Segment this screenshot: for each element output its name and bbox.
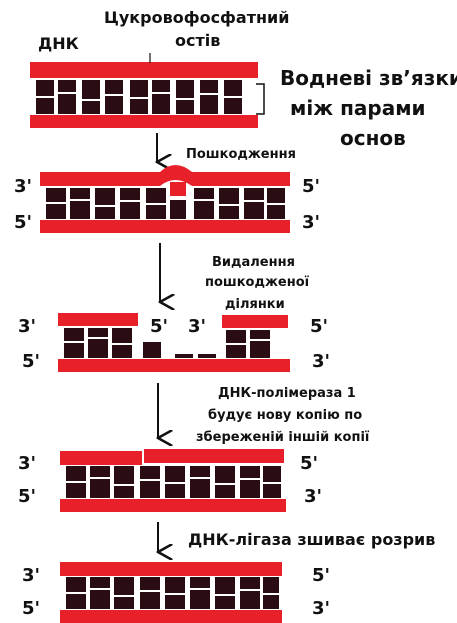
stage-sealed-dna <box>60 562 282 623</box>
stage2-bottom-right-end: 3' <box>302 212 321 233</box>
hbonds-label-line1: Водневі зв’язки <box>280 66 457 90</box>
damage-label: Пошкодження <box>186 147 296 162</box>
hydrogen-bond-gaps <box>36 92 242 101</box>
damaged-base <box>170 182 186 196</box>
remaining-half-bases <box>143 342 216 358</box>
bottom-backbone <box>60 499 286 512</box>
stage2-top-left-end: 3' <box>14 176 33 197</box>
removal-label-line2: пошкодженої <box>205 275 310 290</box>
removal-label-line1: Видалення <box>212 255 295 270</box>
stage5-top-left-end: 3' <box>22 565 41 586</box>
top-backbone-left <box>58 313 138 326</box>
base-pair-bracket <box>256 83 265 115</box>
stage4-top-right-end: 5' <box>300 453 319 474</box>
stage3-bottom-left-end: 5' <box>22 351 41 372</box>
stage4-top-left-end: 3' <box>18 453 37 474</box>
hydrogen-bond-gaps <box>66 588 279 597</box>
stage5-top-right-end: 5' <box>312 565 331 586</box>
stage3-top-left-end: 3' <box>18 316 37 337</box>
stage4-bottom-right-end: 3' <box>304 486 323 507</box>
hbonds-label-line2: між парами <box>290 96 426 120</box>
ligase-label: ДНК-лігаза зшиває розрив <box>188 530 436 549</box>
polymerase-label-line1: ДНК-полімераза 1 <box>218 386 356 401</box>
top-backbone-left <box>60 451 142 465</box>
stage5-bottom-right-end: 3' <box>312 598 331 619</box>
stage3-gap-left-end: 5' <box>150 316 169 337</box>
top-backbone-right <box>144 449 284 463</box>
hydrogen-bond-gaps <box>66 477 281 486</box>
base-pairs <box>66 577 279 609</box>
backbone-label-line1: Цукровофосфатний <box>104 8 290 27</box>
bottom-backbone <box>30 115 258 128</box>
base-pairs <box>46 188 285 219</box>
backbone-label-line2: остів <box>175 31 221 50</box>
stage-intact-dna <box>30 53 265 128</box>
stage3-gap-right-end: 3' <box>188 316 207 337</box>
stage-damaged-dna <box>40 165 290 233</box>
bottom-backbone <box>60 610 282 623</box>
stage-filled-dna <box>60 449 286 512</box>
bottom-backbone <box>40 220 290 233</box>
stage2-bottom-left-end: 5' <box>14 212 33 233</box>
hbonds-label-line3: основ <box>340 126 406 150</box>
top-backbone-right <box>222 315 288 328</box>
stage3-bottom-right-end: 3' <box>312 351 331 372</box>
top-backbone <box>30 62 258 78</box>
stage5-bottom-left-end: 5' <box>22 598 41 619</box>
polymerase-label-line3: збереженій іншій копії <box>196 430 370 445</box>
top-backbone <box>60 562 282 576</box>
polymerase-label-line2: будує нову копію по <box>208 408 363 423</box>
stage-excised-dna <box>58 313 290 372</box>
base-pairs <box>66 466 281 498</box>
dna-label: ДНК <box>38 34 79 53</box>
stage4-bottom-left-end: 5' <box>18 486 37 507</box>
hydrogen-bond-gaps <box>64 337 270 345</box>
removal-label-line3: ділянки <box>225 297 285 312</box>
damaged-base-partner <box>170 200 186 219</box>
stage2-top-right-end: 5' <box>302 176 321 197</box>
stage3-top-right-end: 5' <box>310 316 329 337</box>
hydrogen-bond-gaps <box>46 199 285 207</box>
bottom-backbone <box>58 359 290 372</box>
top-backbone <box>40 165 290 186</box>
